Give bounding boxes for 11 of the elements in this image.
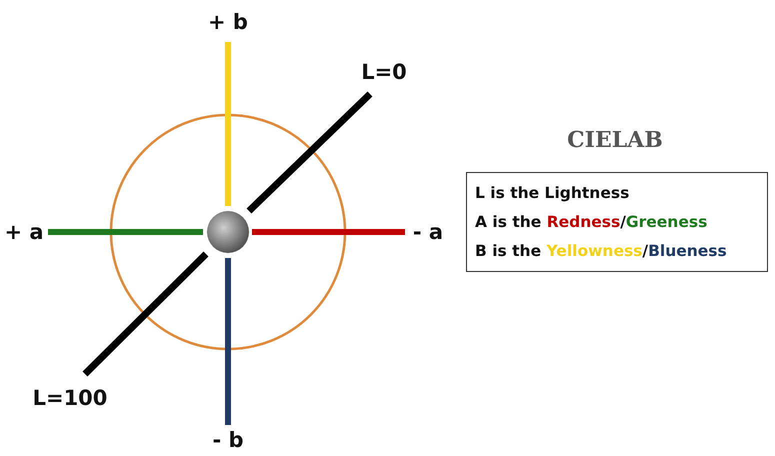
definition-text: L is the Lightness	[475, 183, 630, 204]
axis-label: - b	[212, 428, 244, 452]
axis-label: + b	[208, 10, 248, 34]
axis-label: L=100	[32, 386, 108, 410]
axis-label: - a	[412, 220, 444, 244]
axis-label: + a	[4, 220, 44, 244]
axis-label: L=0	[361, 60, 407, 84]
definition-box	[466, 172, 768, 272]
definition-text: B is the Yellowness/Blueness	[475, 241, 727, 262]
diagram-title: CIELAB	[567, 127, 663, 153]
definition-text: A is the Redness/Greeness	[475, 212, 708, 233]
